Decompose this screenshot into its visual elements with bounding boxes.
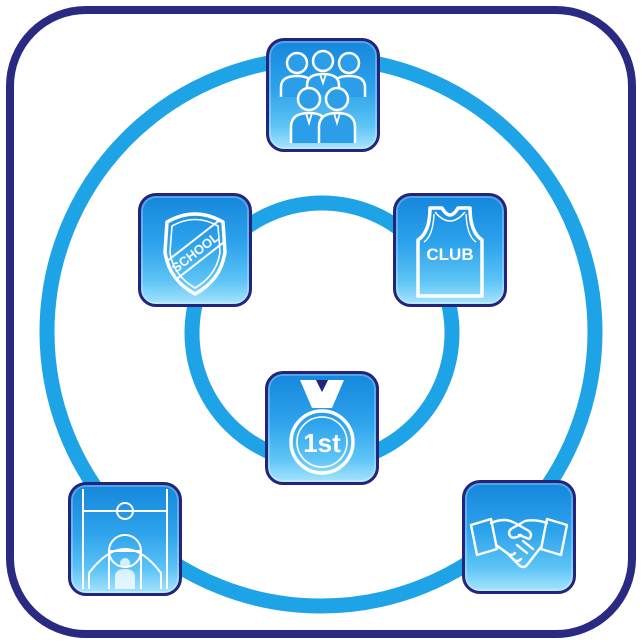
medal-tile: 1st [265, 371, 379, 485]
handshake-icon [469, 517, 569, 569]
team-tile [266, 38, 380, 152]
court-tile [68, 482, 182, 596]
people-group-icon [279, 49, 367, 143]
club-tile: CLUB [393, 193, 507, 307]
basketball-court-icon [82, 489, 168, 589]
school-tile: SCHOOL [138, 193, 252, 307]
medal-label: 1st [303, 428, 341, 458]
school-shield-icon: SCHOOL [163, 212, 227, 296]
club-jersey-icon: CLUB [416, 206, 484, 298]
handshake-tile [462, 480, 576, 594]
club-label: CLUB [426, 245, 473, 264]
first-place-medal-icon: 1st [289, 380, 355, 475]
